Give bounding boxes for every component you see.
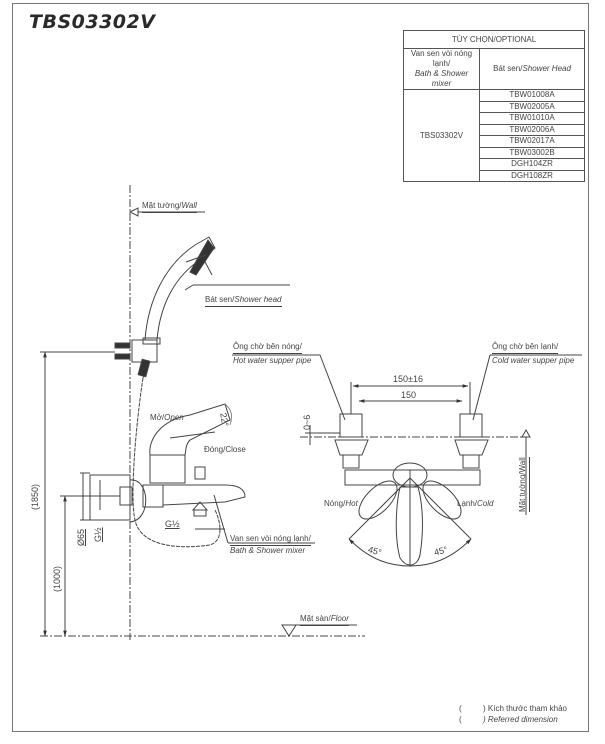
legend-line-vn: () Kích thước tham khảo	[459, 704, 567, 713]
wall-side-label: Mặt tường/Wall	[518, 457, 530, 512]
cold-label: Lạnh/Cold	[457, 499, 494, 508]
wall-marker-icon	[128, 207, 139, 217]
model-title: TBS03302V	[29, 11, 156, 33]
floor-marker-icon	[281, 624, 297, 637]
shower-head-option: TBW02006A	[479, 123, 585, 136]
mixer-label-en: Bath & Shower mixer	[230, 546, 306, 555]
shower-head-option: TBW03002B	[479, 146, 585, 159]
dim-height-total-text: (1850)	[30, 483, 40, 510]
open-label: Mở/Open	[150, 413, 184, 422]
cold-pipe-label-en: Cold water supper pipe	[492, 356, 575, 365]
dim-angle-open-text: 22°	[218, 412, 231, 428]
legend-line-en: () Referred dimension	[459, 715, 558, 724]
options-table: TÙY CHỌN/OPTIONAL Van sen vòi nóng lạnh/…	[403, 30, 585, 182]
wall-label: Mặt tường/Wall	[142, 201, 197, 213]
shower-head-option: DGH104ZR	[479, 158, 585, 171]
mixer-label: Van sen vòi nóng lạnh/	[230, 534, 311, 546]
wall-bracket-drawing	[114, 339, 158, 379]
shower-head-drawing	[142, 236, 290, 345]
dim-offset-text: 0~6	[302, 414, 312, 430]
shower-head-label: Bát sen/Shower head	[205, 295, 282, 307]
dim-diameter-text: Ø65	[76, 528, 86, 546]
col-shower-head-header: Bát sen/Shower Head	[479, 48, 585, 90]
shower-head-option: DGH108ZR	[479, 169, 585, 182]
dim-thread-spout-text: G½	[165, 519, 180, 529]
cold-pipe-label: Ông chờ bên lạnh/	[492, 342, 559, 354]
hose	[132, 377, 221, 548]
floor-label: Mặt sàn/Floor	[300, 614, 349, 626]
legend: () Kích thước tham khảo () Referred dime…	[459, 703, 567, 725]
close-label: Đóng/Close	[204, 445, 246, 454]
mixer-model-cell: TBS03302V	[403, 89, 480, 182]
dim-center-range-text: 150±16	[393, 374, 423, 384]
shower-head-option: TBW02017A	[479, 135, 585, 148]
hot-pipe-label: Ông chờ bên nóng/	[233, 342, 302, 354]
dim-thread-wall-text: G½	[93, 527, 103, 542]
dim-center-text: 150	[401, 390, 417, 400]
mixer-side-drawing	[89, 403, 246, 523]
hot-pipe-label-en: Hot water supper pipe	[233, 356, 312, 365]
hot-label: Nóng/Hot	[324, 499, 358, 508]
dim-height-mixer-text: (1000)	[52, 565, 62, 592]
mixer-front-drawing	[300, 413, 530, 567]
